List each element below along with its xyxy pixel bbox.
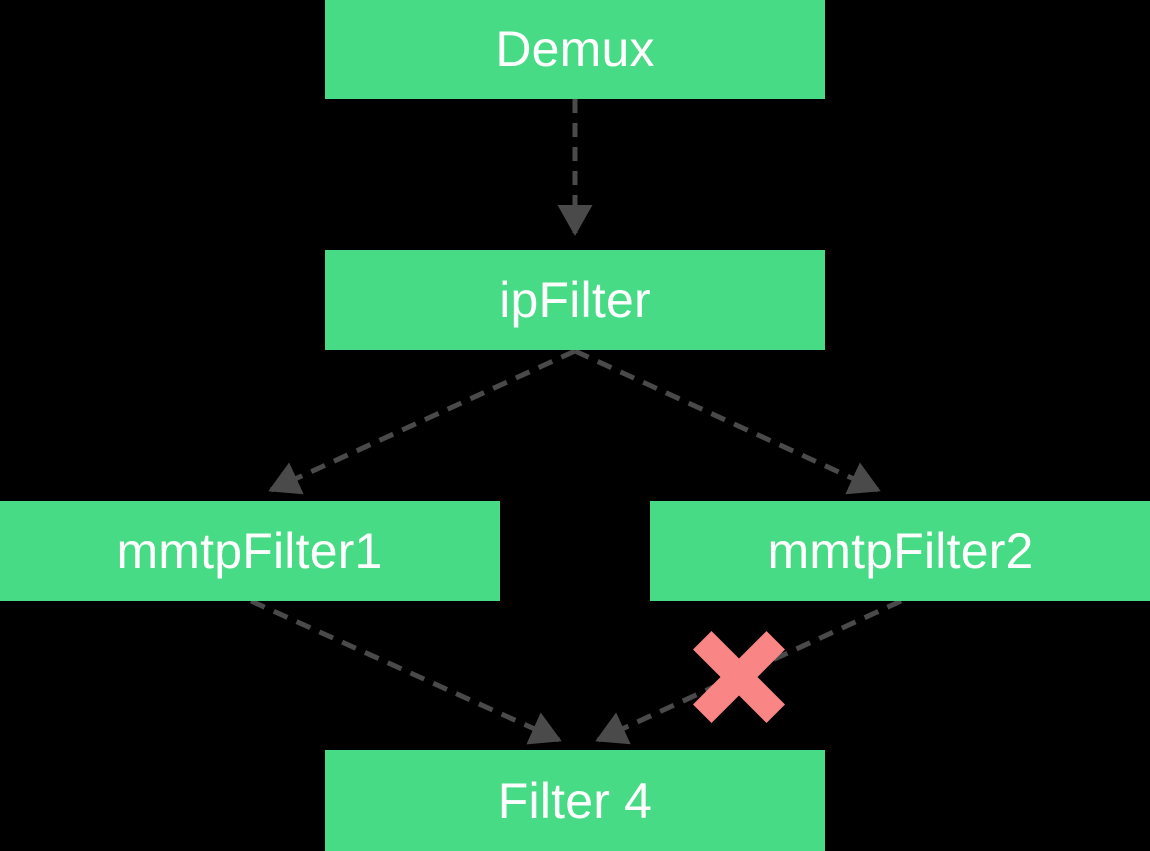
node-mmtpfilter1[interactable]: mmtpFilter1 xyxy=(0,501,500,601)
node-mmtpfilter1-label: mmtpFilter1 xyxy=(116,523,383,579)
edge-mmtpfilter1-to-filter4 xyxy=(249,598,562,745)
edge-ipfilter-to-mmtpfilter1 xyxy=(268,348,577,495)
node-demux-label: Demux xyxy=(495,21,655,77)
node-mmtpfilter2-label: mmtpFilter2 xyxy=(767,523,1034,579)
node-mmtpfilter2[interactable]: mmtpFilter2 xyxy=(650,501,1150,601)
node-filter4-label: Filter 4 xyxy=(497,772,653,829)
cross-icon xyxy=(693,631,785,723)
node-demux[interactable]: Demux xyxy=(325,0,825,99)
edge-ipfilter-to-mmtpfilter2 xyxy=(573,348,881,495)
node-ipfilter[interactable]: ipFilter xyxy=(325,250,825,350)
node-filter4[interactable]: Filter 4 xyxy=(325,750,825,851)
node-ipfilter-label: ipFilter xyxy=(499,272,651,328)
edge-mmtpfilter2-to-filter4 xyxy=(595,598,903,745)
